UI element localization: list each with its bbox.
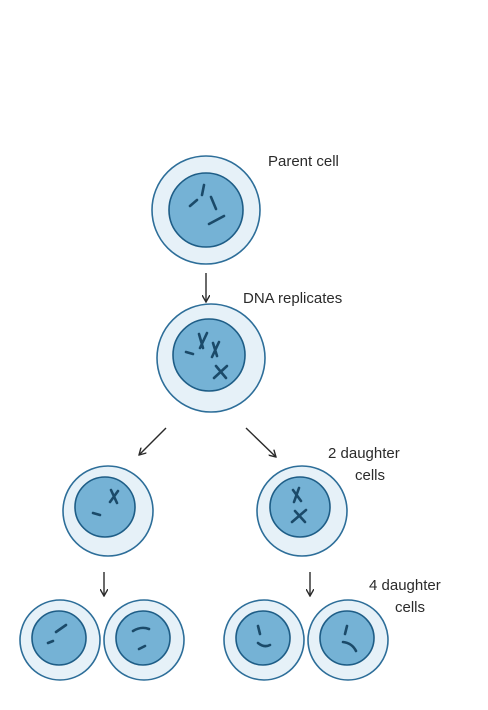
daughter-left-chromosomes [108, 488, 120, 505]
arrow-right-diagonal [245, 427, 276, 457]
granddaughter-cell-4 [307, 599, 389, 681]
arrow-left-diagonal [139, 427, 167, 455]
four-daughter-label-line2: cells [395, 599, 425, 616]
dna-replicates-label: DNA replicates [243, 290, 342, 307]
replicating-cell [156, 303, 266, 413]
granddaughter-cell-1 [19, 599, 101, 681]
daughter-right-chromosomes [291, 486, 303, 504]
daughter-cell-left [62, 465, 154, 557]
replicated-chromosomes [184, 331, 229, 380]
four-daughter-label-line1: 4 daughter [369, 577, 441, 594]
parent-cell [151, 155, 261, 265]
parent-cell-label: Parent cell [268, 153, 339, 170]
parent-chromosomes [188, 183, 226, 226]
two-daughter-label-line2: cells [355, 467, 385, 484]
two-daughter-label-line1: 2 daughter [328, 445, 400, 462]
granddaughter-cell-2 [103, 599, 185, 681]
granddaughter-cell-3 [223, 599, 305, 681]
daughter-cell-right [256, 465, 348, 557]
